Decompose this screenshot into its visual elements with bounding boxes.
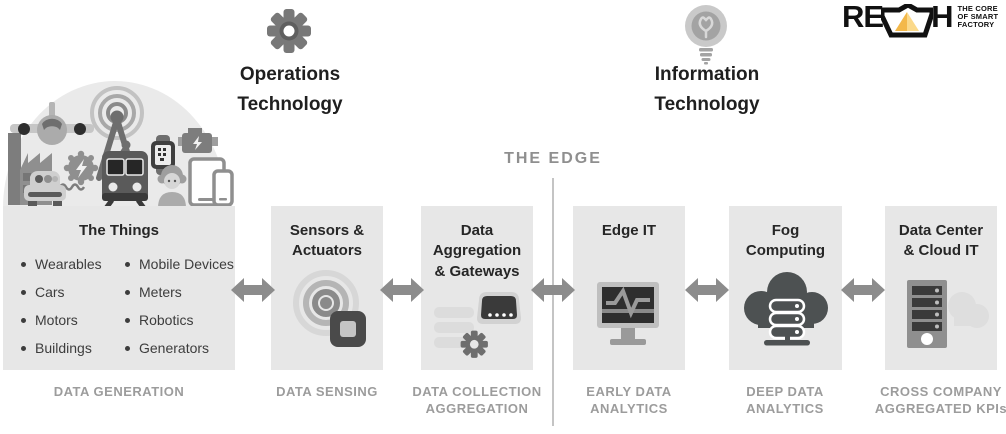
edge-divider-line (552, 178, 554, 426)
thing-label: Meters (139, 284, 182, 300)
reach-logo-mark (881, 4, 934, 38)
caption-deep-analytics: DEEP DATA ANALYTICS (746, 384, 824, 416)
person-icon (157, 165, 187, 208)
stage-title: Data Center & Cloud IT (898, 222, 984, 260)
bullet-icon (21, 289, 26, 295)
stage-title: Edge IT (601, 222, 657, 239)
reach-logo-prefix: RE (842, 0, 884, 34)
list-item: Motors (21, 306, 125, 334)
flow-arrow (685, 278, 729, 302)
bullet-icon (125, 261, 130, 267)
thing-label: Cars (35, 284, 65, 300)
operations-technology-line2: Technology (237, 94, 343, 115)
cloud-servers-icon (744, 272, 828, 346)
flow-arrow (531, 278, 575, 302)
thing-label: Mobile Devices (139, 256, 234, 272)
list-item: Generators (125, 334, 235, 362)
stage-box-edge-it: Edge IT (573, 206, 685, 370)
caption-early-analytics: EARLY DATA ANALYTICS (586, 384, 672, 416)
monitor-pulse-icon (597, 282, 659, 345)
reach-logo: RE H THE CORE OF SMART FACTORY (842, 0, 998, 42)
engine-icon (178, 128, 218, 153)
stage-title: Sensors & Actuators (289, 222, 365, 260)
thing-label: Buildings (35, 340, 92, 356)
operations-technology-line1: Operations (239, 64, 341, 85)
information-technology-label: Information Technology (617, 60, 797, 120)
airplane-icon (10, 102, 94, 145)
tram-icon (102, 144, 148, 208)
stage-title: Data Aggregation & Gateways (432, 222, 522, 280)
list-item: Cars (21, 278, 125, 306)
reach-logo-suffix: H (931, 0, 953, 34)
sensor-signal-icon (293, 270, 366, 347)
thing-label: Motors (35, 312, 78, 328)
server-tower-cloud-icon (907, 280, 989, 348)
stage-box-sensors-actuators: Sensors & Actuators (271, 206, 383, 370)
stage-title: The Things (79, 222, 159, 239)
bullet-icon (125, 345, 130, 351)
bullet-icon (21, 317, 26, 323)
things-column-left: Wearables Cars Motors Buildings (21, 250, 125, 362)
list-item: Meters (125, 278, 235, 306)
flow-arrow (231, 278, 275, 302)
caption-data-collection: DATA COLLECTION AGGREGATION (412, 384, 542, 416)
stage-box-data-center-cloud-it: Data Center & Cloud IT (885, 206, 997, 370)
bullet-icon (125, 317, 130, 323)
information-technology-line2: Technology (654, 94, 760, 115)
thing-label: Robotics (139, 312, 194, 328)
caption-cross-company-kpis: CROSS COMPANY AGGREGATED KPIs (874, 384, 1006, 416)
stage-box-data-aggregation-gateways: Data Aggregation & Gateways (421, 206, 533, 370)
reach-logo-tagline: THE CORE OF SMART FACTORY (957, 5, 998, 29)
tagline-line3: FACTORY (957, 20, 995, 29)
flow-arrow (380, 278, 424, 302)
thing-label: Wearables (35, 256, 102, 272)
things-list: Wearables Cars Motors Buildings Mobile D… (13, 250, 235, 362)
tagline-line2: OF SMART (957, 12, 999, 21)
gear-small-icon (460, 330, 488, 358)
power-icon (58, 150, 99, 191)
list-item: Buildings (21, 334, 125, 362)
things-column-right: Mobile Devices Meters Robotics Generator… (125, 250, 235, 362)
smartwatch-icon (151, 135, 175, 175)
list-item: Robotics (125, 306, 235, 334)
bullet-icon (125, 289, 130, 295)
gateway-router-icon (434, 292, 521, 358)
operations-technology-label: Operations Technology (200, 60, 380, 120)
lightbulb-icon (685, 5, 727, 65)
information-technology-line1: Information (654, 64, 760, 85)
caption-data-sensing: DATA SENSING (276, 384, 378, 399)
edge-label: THE EDGE (504, 150, 602, 167)
iot-things-illustration (3, 81, 234, 208)
bullet-icon (21, 261, 26, 267)
car-icon (24, 171, 66, 206)
gear-icon (267, 9, 311, 53)
caption-data-generation: DATA GENERATION (53, 384, 185, 399)
flow-arrow (841, 278, 885, 302)
bullet-icon (21, 345, 26, 351)
list-item: Wearables (21, 250, 125, 278)
stage-box-the-things: The Things Wearables Cars Motors Buildin… (3, 206, 235, 370)
stage-title: Fog Computing (745, 222, 826, 260)
list-item: Mobile Devices (125, 250, 235, 278)
thing-label: Generators (139, 340, 210, 356)
stage-box-fog-computing: Fog Computing (729, 206, 842, 370)
tagline-line1: THE CORE (957, 4, 998, 13)
tablet-phone-icon (188, 157, 234, 207)
